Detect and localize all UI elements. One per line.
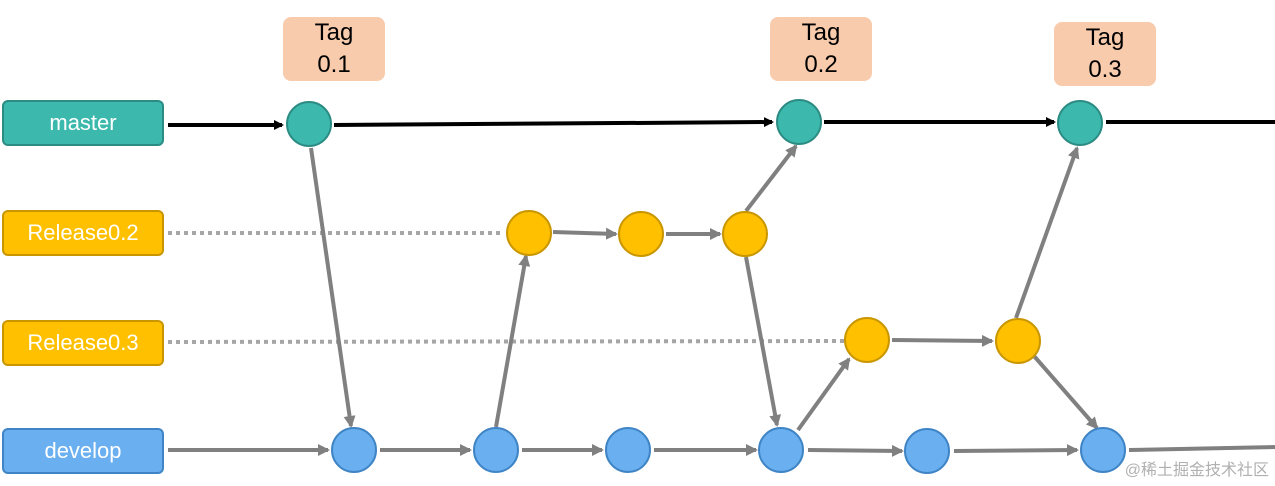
develop-commit-3	[605, 427, 651, 473]
tag-version: 0.1	[317, 51, 351, 78]
master-commit-2	[776, 99, 822, 145]
release03-line-1	[891, 334, 994, 347]
develop-commit-2	[473, 427, 519, 473]
tag-callout-0-3: Tag 0.3	[1054, 22, 1156, 86]
branch-label-master: master	[2, 100, 164, 146]
release03-commit-1	[844, 317, 890, 363]
tag-version: 0.2	[804, 51, 838, 78]
tag-label: Tag	[314, 19, 354, 46]
release03-dotted-line	[167, 339, 845, 344]
arrow-release03-to-master	[1014, 146, 1080, 319]
master-commit-3	[1057, 100, 1103, 146]
master-line-2	[333, 117, 774, 128]
arrow-master-to-develop	[309, 147, 356, 428]
tag-label: Tag	[1085, 24, 1125, 51]
master-commit-1	[286, 101, 332, 147]
tag-label: Tag	[801, 19, 841, 46]
release02-line-1	[552, 227, 618, 240]
arrow-release02-to-master	[744, 144, 798, 213]
release02-commit-2	[618, 211, 664, 257]
branch-label-release03: Release0.3	[2, 320, 164, 366]
branch-label-release02: Release0.2	[2, 210, 164, 256]
develop-commit-5	[904, 428, 950, 474]
develop-commit-6	[1080, 427, 1126, 473]
develop-commit-1	[331, 427, 377, 473]
watermark: @稀土掘金技术社区	[1124, 462, 1269, 479]
release02-commit-1	[506, 210, 552, 256]
arrow-release03-to-develop	[1032, 354, 1099, 430]
develop-line-5	[807, 444, 904, 457]
develop-line-6	[953, 444, 1079, 457]
develop-commit-4	[758, 427, 804, 473]
arrow-develop-to-release03	[796, 357, 851, 432]
tag-version: 0.3	[1088, 56, 1122, 83]
tag-callout-0-2: Tag 0.2	[770, 17, 872, 81]
release02-commit-3	[722, 211, 768, 257]
arrow-release02-to-develop	[744, 256, 782, 427]
branch-label-develop: develop	[2, 428, 164, 474]
develop-line-7	[1128, 445, 1275, 452]
tag-callout-0-1: Tag 0.1	[283, 17, 385, 81]
release03-commit-2	[995, 318, 1041, 364]
arrow-develop-to-release02	[494, 254, 531, 428]
